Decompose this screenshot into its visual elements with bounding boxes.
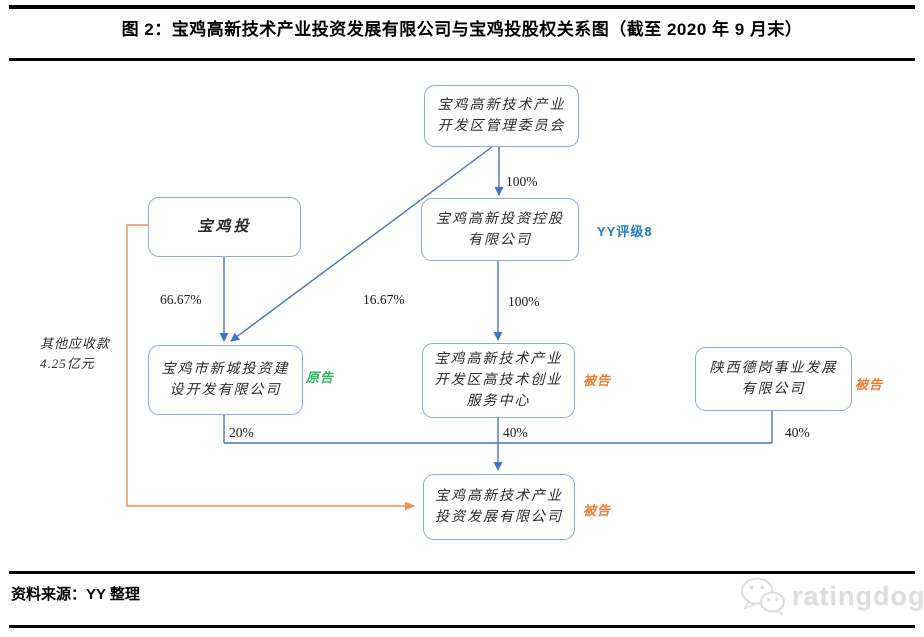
node-text-line: 宝鸡投 (197, 218, 252, 235)
figure-title: 图 2：宝鸡高新技术产业投资发展有限公司与宝鸡投股权关系图（截至 2020 年 … (121, 20, 803, 39)
node-text-line: 宝鸡高新技术产业 (435, 489, 563, 504)
receivable-line: 4.25亿元 (40, 355, 95, 371)
node-target: 宝鸡高新技术产业 投资发展有限公司 (423, 474, 575, 540)
label-pct-holding-chuangye: 100% (508, 294, 540, 309)
node-text-line: 宝鸡市新城投资建 (161, 362, 290, 377)
node-text-line: 宝鸡高新技术产业 (434, 352, 563, 367)
label-pct-xincheng-target: 20% (229, 425, 254, 440)
bottom-divider (9, 625, 915, 628)
node-text-line: 开发区高技术创业 (434, 373, 563, 388)
node-committee: 宝鸡高新技术产业 开发区管理委员会 (424, 85, 579, 147)
label-pct-committee-xincheng: 16.67% (363, 292, 405, 307)
node-text-line: 设开发有限公司 (169, 383, 282, 398)
source-note: 资料来源：YY 整理 (11, 586, 140, 603)
footer-divider (9, 571, 915, 574)
label-other-receivable: 其他应收款 4.25亿元 (40, 334, 110, 373)
node-xincheng: 宝鸡市新城投资建 设开发有限公司 (148, 345, 303, 415)
title-divider (9, 58, 915, 61)
label-defendant-degang: 被告 (855, 377, 884, 392)
node-text-line: 投资发展有限公司 (435, 510, 563, 525)
node-text-line: 有限公司 (468, 232, 532, 248)
label-pct-chuangye-target: 40% (503, 425, 528, 440)
node-text-line: 宝鸡高新投资控股 (436, 211, 564, 227)
node-text-line: 陕西德岗事业发展 (709, 361, 838, 376)
node-text-line: 有限公司 (741, 382, 806, 397)
label-pct-baojitou-xincheng: 66.67% (160, 292, 202, 307)
node-degang: 陕西德岗事业发展 有限公司 (695, 347, 852, 411)
node-text-line: 开发区管理委员会 (437, 119, 566, 134)
label-pct-committee-holding: 100% (506, 174, 538, 189)
label-defendant-chuangye: 被告 (583, 373, 612, 388)
label-plaintiff: 原告 (306, 370, 335, 385)
node-baojitou: 宝鸡投 (148, 197, 301, 257)
edge-baojitou-target-loan (126, 224, 415, 511)
label-pct-degang-target: 40% (785, 425, 810, 440)
label-yy-rating: YY评级8 (597, 224, 653, 239)
node-holding: 宝鸡高新投资控股 有限公司 (421, 198, 579, 261)
node-text-line: 服务中心 (466, 394, 531, 409)
receivable-line: 其他应收款 (40, 336, 111, 351)
wechat-icon (741, 577, 785, 616)
node-chuangye: 宝鸡高新技术产业 开发区高技术创业 服务中心 (422, 343, 575, 418)
label-defendant-target: 被告 (583, 503, 612, 518)
ratingdog-logo: ratingdog (738, 575, 924, 617)
edge-committee-xincheng (230, 146, 493, 342)
top-divider (9, 5, 915, 9)
node-text-line: 宝鸡高新技术产业 (437, 98, 566, 113)
logo-text: ratingdog (792, 580, 924, 611)
